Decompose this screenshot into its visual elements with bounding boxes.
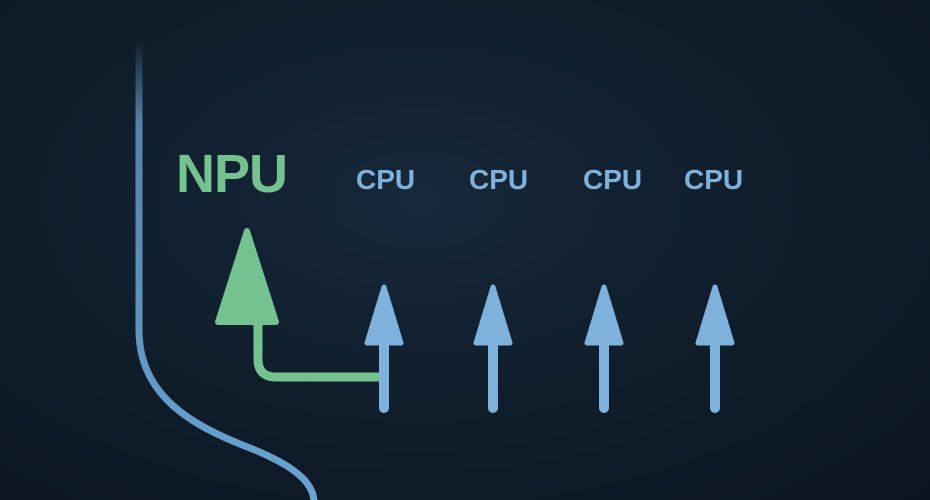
cpu-label-1: CPU: [356, 164, 416, 195]
left-boundary-line: [135, 36, 318, 500]
cpu-up-arrow-icon: [473, 284, 513, 346]
cpu-up-arrow-icon: [364, 284, 404, 346]
npu-up-arrow-icon: [215, 228, 279, 325]
cpu-label-4: CPU: [684, 164, 744, 195]
cpu-up-arrow-icon: [584, 284, 624, 346]
cpu-label-3: CPU: [583, 164, 643, 195]
cpu-up-arrow-icon: [695, 284, 735, 346]
cpu-arrow-1: [364, 284, 404, 413]
npu-label: NPU: [176, 144, 288, 204]
cpu-arrow-3: [584, 284, 624, 413]
cpu-label-2: CPU: [469, 164, 529, 195]
npu-route-line: [253, 313, 385, 382]
cpu-arrow-4: [695, 284, 735, 413]
cpu-arrow-2: [473, 284, 513, 413]
